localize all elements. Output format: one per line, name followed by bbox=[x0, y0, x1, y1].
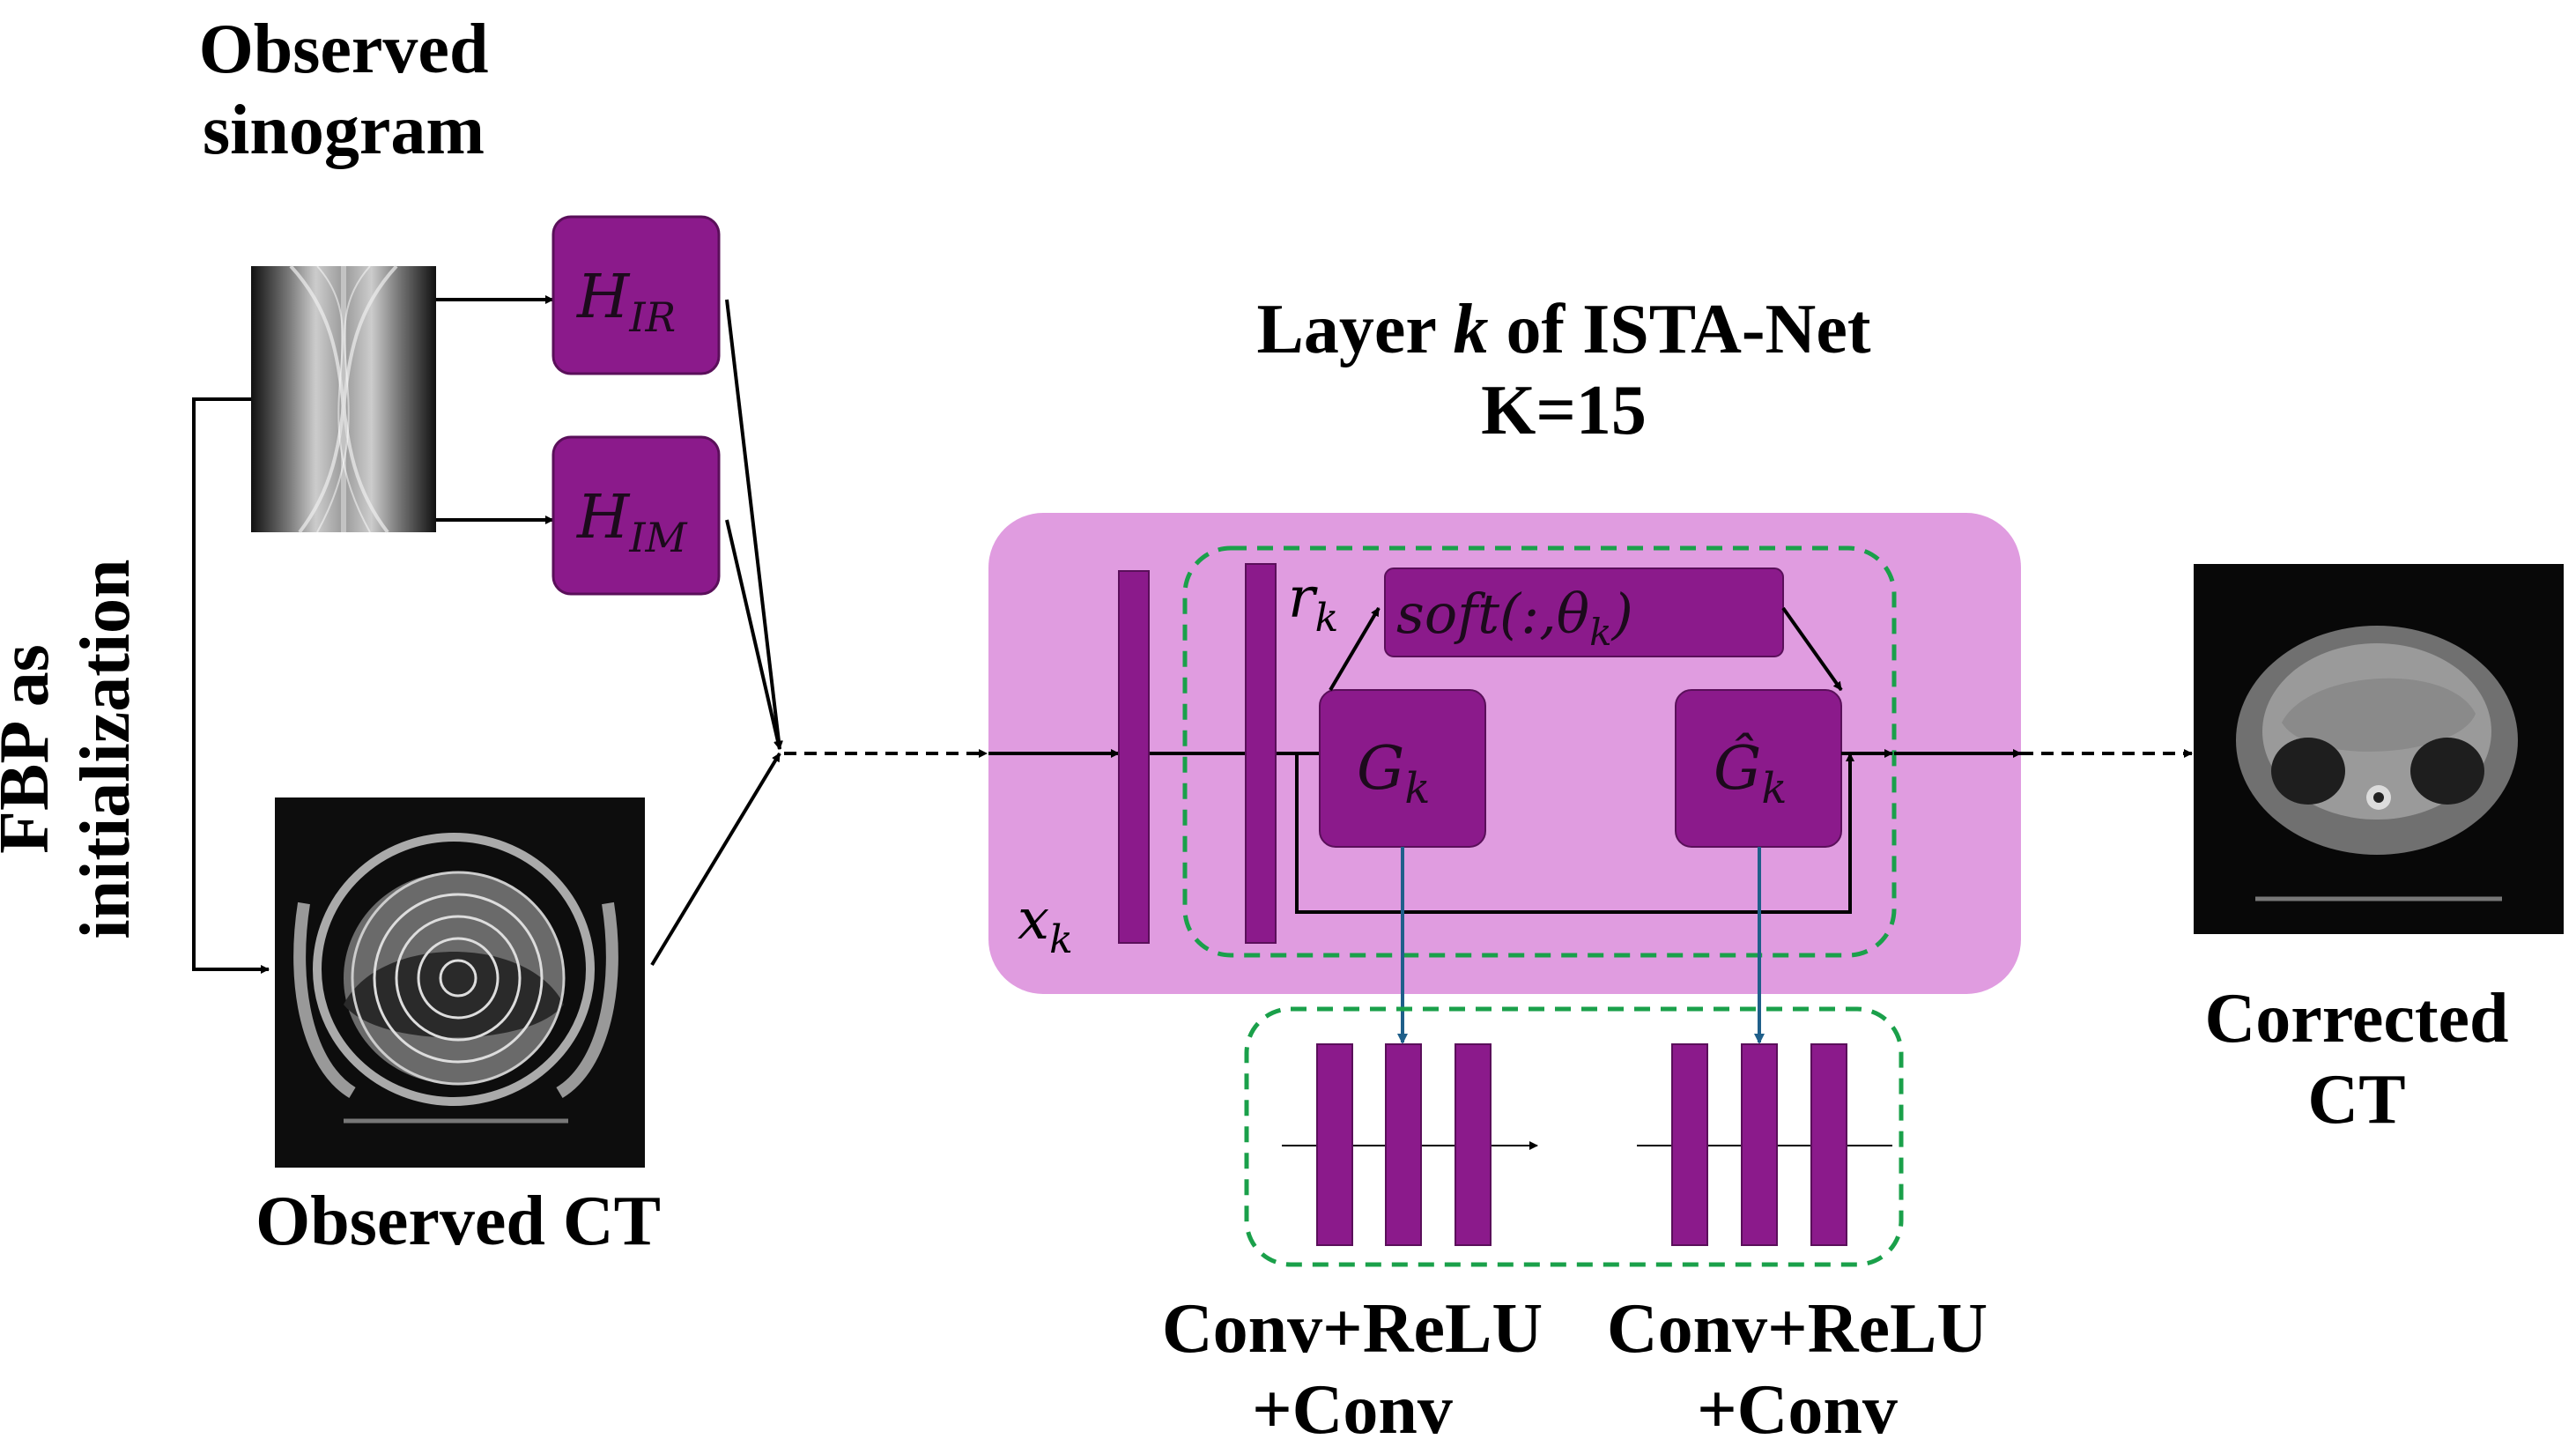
h-im-label: HIM bbox=[575, 483, 688, 561]
xk-bar bbox=[1118, 570, 1150, 944]
arrow-ct-to-junction bbox=[650, 752, 781, 967]
conv-left-layer-3 bbox=[1455, 1043, 1492, 1246]
arrow-h-im-to-junction bbox=[725, 519, 782, 750]
observed-ct-title: Observed CT bbox=[255, 1183, 661, 1260]
arrow-h-ir-to-junction bbox=[725, 299, 783, 750]
conv-right-layer-1 bbox=[1671, 1043, 1708, 1246]
sinogram-image bbox=[251, 264, 436, 534]
fbp-initialization-label: FBP as initialization bbox=[0, 559, 144, 939]
corrected-ct-image bbox=[2194, 564, 2564, 934]
conv-left-caption: Conv+ReLU +Conv bbox=[1161, 1290, 1543, 1449]
conv-right-layer-3 bbox=[1810, 1043, 1847, 1246]
soft-threshold-label: soft(:,θk) bbox=[1396, 582, 1633, 654]
observed-sinogram-title: Observed sinogram bbox=[198, 11, 489, 169]
skip-connection bbox=[1295, 753, 1854, 914]
soft-threshold-block bbox=[1384, 568, 1784, 657]
conv-left-layer-2 bbox=[1385, 1043, 1422, 1246]
conv-right-layer-2 bbox=[1741, 1043, 1778, 1246]
h-im-block bbox=[551, 435, 721, 596]
corrected-ct-title: Corrected CT bbox=[2204, 980, 2509, 1139]
conv-right-caption: Conv+ReLU +Conv bbox=[1606, 1290, 1988, 1449]
observed-ct-image bbox=[275, 797, 645, 1168]
gk-label: Gk bbox=[1357, 734, 1430, 813]
fbp-init-arrow bbox=[192, 397, 270, 974]
xk-label: xk bbox=[1018, 887, 1073, 962]
layer-title: Layer k of ISTA-Net K=15 bbox=[1256, 291, 1871, 449]
conv-left-layer-1 bbox=[1316, 1043, 1353, 1246]
rk-bar bbox=[1245, 563, 1277, 944]
conv-dashed-box bbox=[1244, 1006, 1904, 1267]
h-ir-label: HIR bbox=[575, 263, 676, 341]
h-ir-block bbox=[551, 215, 721, 375]
rk-label: rk bbox=[1288, 566, 1338, 641]
arrow-soft-to-ghat bbox=[1781, 606, 1843, 692]
ghat-k-label: Ĝk bbox=[1714, 733, 1787, 813]
arrow-gk-to-soft bbox=[1329, 606, 1381, 692]
